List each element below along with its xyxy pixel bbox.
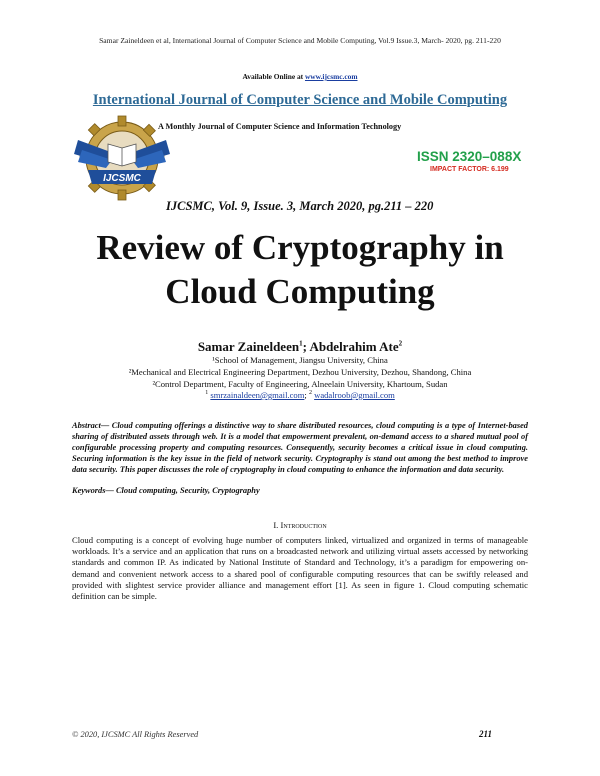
section-title: Introduction bbox=[280, 520, 327, 530]
introduction-paragraph: Cloud computing is a concept of evolving… bbox=[72, 535, 528, 602]
journal-title[interactable]: International Journal of Computer Scienc… bbox=[92, 92, 508, 108]
author-2: Abdelrahim Ate bbox=[309, 339, 399, 354]
book-icon bbox=[107, 143, 137, 167]
paper-title-line-1: Review of Cryptography in bbox=[96, 228, 504, 267]
email-2-mark: 2 bbox=[308, 390, 312, 397]
affiliation-2: ²Mechanical and Electrical Engineering D… bbox=[128, 367, 472, 377]
available-prefix: Available Online at bbox=[242, 72, 305, 81]
keywords: Keywords— Cloud computing, Security, Cry… bbox=[72, 486, 260, 495]
section-number: I. bbox=[273, 520, 279, 530]
impact-factor: IMPACT FACTOR: 6.199 bbox=[430, 166, 509, 173]
journal-subtitle: A Monthly Journal of Computer Science an… bbox=[158, 122, 402, 131]
wings-icon bbox=[74, 140, 170, 168]
email-separator: ; bbox=[304, 390, 309, 400]
paper-title-line-2: Cloud Computing bbox=[165, 272, 435, 311]
website-link[interactable]: www.ijcsmc.com bbox=[304, 72, 358, 81]
author-2-mark: 2 bbox=[398, 339, 403, 348]
email-line: 1 smrzainaldeen@gmail.com; 2 wadalroob@g… bbox=[0, 390, 600, 400]
journal-logo: IJCSMC bbox=[74, 115, 170, 201]
page-number: 211 bbox=[479, 729, 493, 739]
running-header: Samar Zaineldeen et al, International Jo… bbox=[99, 36, 501, 45]
authors: Samar Zaineldeen1; Abdelrahim Ate2 bbox=[0, 339, 600, 355]
email-2-link[interactable]: wadalroob@gmail.com bbox=[314, 390, 395, 400]
logo-banner bbox=[88, 170, 156, 184]
affiliation-3: ²Control Department, Faculty of Engineer… bbox=[152, 379, 448, 389]
abstract: Abstract— Cloud computing offerings a di… bbox=[72, 421, 528, 475]
author-1-mark: 1 bbox=[299, 339, 303, 348]
email-1-link[interactable]: smrzainaldeen@gmail.com bbox=[210, 390, 305, 400]
issn: ISSN 2320–088X bbox=[417, 149, 522, 164]
logo-text: IJCSMC bbox=[103, 173, 142, 184]
author-1: Samar Zaineldeen bbox=[197, 339, 300, 354]
copyright-footer: © 2020, IJCSMC All Rights Reserved bbox=[72, 730, 199, 739]
affiliation-1: ¹School of Management, Jiangsu Universit… bbox=[212, 355, 388, 365]
section-heading: I. Introduction bbox=[0, 520, 600, 530]
author-separator: ; bbox=[302, 339, 310, 354]
email-1-mark: 1 bbox=[205, 390, 209, 397]
paper-title: Review of Cryptography in Cloud Computin… bbox=[0, 226, 600, 314]
citation-line: IJCSMC, Vol. 9, Issue. 3, March 2020, pg… bbox=[166, 199, 434, 213]
available-online: Available Online at www.ijcsmc.com bbox=[0, 72, 600, 81]
